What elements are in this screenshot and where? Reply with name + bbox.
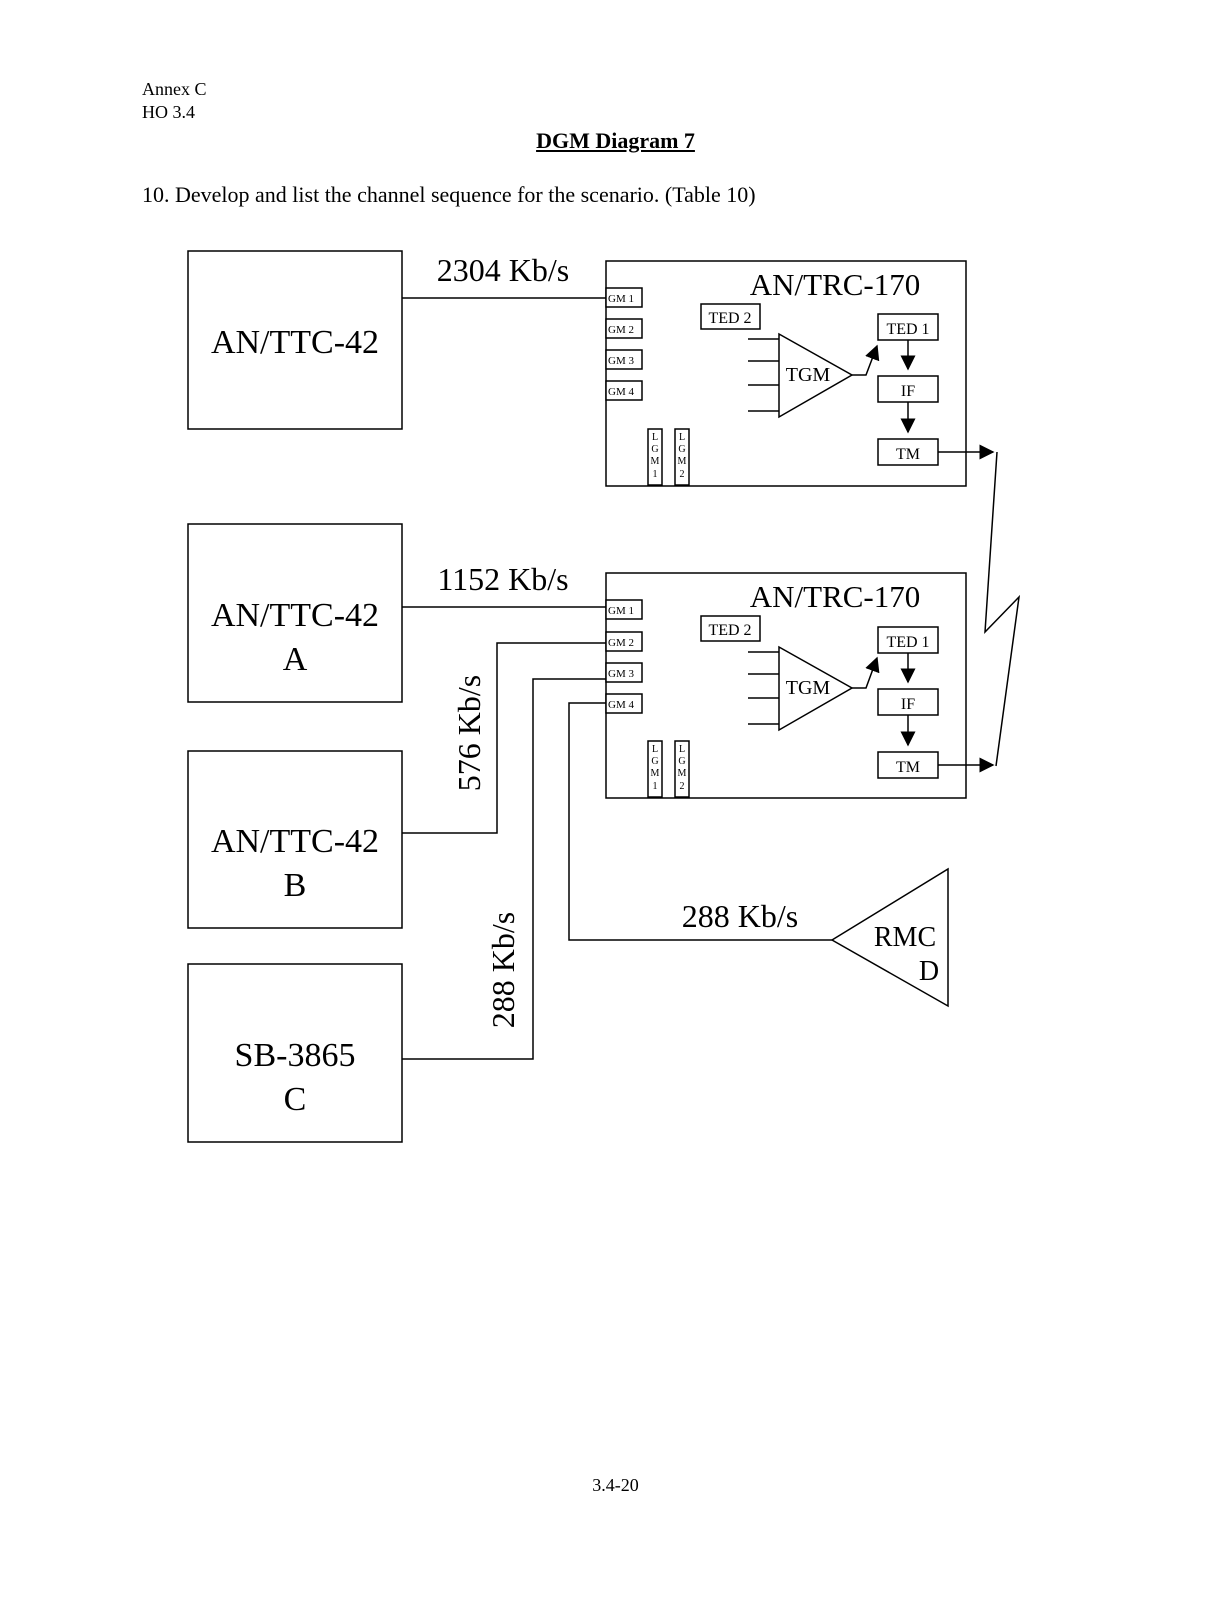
trc-top-tm-box: [877, 438, 939, 466]
trc-bottom-gm3: GM 3: [608, 668, 634, 680]
page-title: DGM Diagram 7: [536, 128, 695, 153]
trc-bottom-gm1: GM 1: [608, 605, 634, 617]
trc-bottom-lgm1-c0: L: [652, 744, 658, 755]
trc-top-ted2-box: [700, 303, 761, 330]
trc-bottom-lgm2-c1: G: [678, 756, 685, 767]
rate-label-288-c: 288 Kb/s: [485, 912, 521, 1028]
trc-bottom-if: IF: [901, 696, 915, 713]
rate-label-1152: 1152 Kb/s: [437, 561, 568, 597]
trc-bottom-lgm2: L G M 2: [674, 740, 690, 798]
trc-bottom-lgm1-c2: M: [651, 768, 660, 779]
trc-top-gm1: GM 1: [608, 293, 634, 305]
source-antcc42: AN/TTC-42: [187, 250, 403, 430]
trc-top-if-box: [877, 375, 939, 403]
rmc-sublabel: D: [919, 956, 939, 987]
trc-bottom-lgm2-c2: M: [678, 768, 687, 779]
trc-top-gm2: GM 2: [608, 324, 634, 336]
trc-bottom-gm4: GM 4: [608, 699, 634, 711]
page-number: 3.4-20: [592, 1475, 639, 1495]
trc-bottom-tgm: TGM: [748, 645, 880, 732]
source-sb3865-c: SB-3865 C: [187, 963, 403, 1143]
trc-top-ted1-box: [877, 313, 939, 341]
source-antcc42-b: AN/TTC-42 B: [187, 750, 403, 929]
trc-top-lgm2-c0: L: [679, 432, 685, 443]
trc-bottom-ted1: TED 1: [886, 634, 929, 651]
trc-top-lgm1-c1: G: [651, 444, 658, 455]
ho-label: HO 3.4: [142, 102, 195, 122]
trc-bottom-title: AN/TRC-170: [750, 579, 921, 614]
trc-top-title: AN/TRC-170: [750, 267, 921, 302]
trc-top-lgm2: L G M 2: [674, 428, 690, 486]
trc-top-lgm1-c3: 1: [653, 469, 658, 480]
connection-lines: [402, 297, 1021, 1060]
trc-top-lgm1: L G M 1: [647, 428, 663, 486]
trc-top-lgm2-c1: G: [678, 444, 685, 455]
trc-bottom-ted2: TED 2: [708, 622, 751, 639]
trc-top-tm: TM: [896, 446, 920, 463]
source-antcc42-b-sublabel: B: [284, 867, 307, 904]
trc-bottom-lgm1-c1: G: [651, 756, 658, 767]
trc-top-lgm2-c2: M: [678, 456, 687, 467]
rate-label-576: 576 Kb/s: [451, 675, 487, 791]
rmc-label: RMC: [874, 922, 936, 953]
trc-bottom-tgm-label: TGM: [786, 677, 831, 699]
trc-bottom-ted2-box: [700, 615, 761, 642]
trc-top-lgm1-c2: M: [651, 456, 660, 467]
antrc170-top: AN/TRC-170 GM 1 GM 2 GM 3 GM 4 L G M 1 L…: [605, 260, 995, 487]
trc-bottom-lgm1: L G M 1: [647, 740, 663, 798]
trc-top-gm-slots: GM 1 GM 2 GM 3 GM 4: [605, 287, 643, 401]
source-antcc42-b-label: AN/TTC-42: [211, 823, 379, 860]
annex-label: Annex C: [142, 79, 207, 99]
trc-bottom-tm: TM: [896, 759, 920, 776]
trc-bottom-gm2: GM 2: [608, 637, 634, 649]
trc-top-tgm: TGM: [748, 332, 880, 419]
trc-top-if: IF: [901, 383, 915, 400]
antrc170-bottom: AN/TRC-170 GM 1 GM 2 GM 3 GM 4 L G M 1 L…: [605, 572, 995, 799]
trc-top-ted2: TED 2: [708, 310, 751, 327]
trc-bottom-lgm2-c3: 2: [680, 781, 685, 792]
trc-top-gm4: GM 4: [608, 386, 634, 398]
trc-top-lgm1-c0: L: [652, 432, 658, 443]
source-antcc42-a-sublabel: A: [283, 641, 308, 678]
trc-bottom-lgm1-c3: 1: [653, 781, 658, 792]
source-antcc42-a: AN/TTC-42 A: [187, 523, 403, 703]
source-antcc42-label: AN/TTC-42: [211, 324, 379, 361]
source-antcc42-a-label: AN/TTC-42: [211, 597, 379, 634]
trc-bottom-gm-slots: GM 1 GM 2 GM 3 GM 4: [605, 599, 643, 714]
trc-bottom-lgm2-c0: L: [679, 744, 685, 755]
rate-label-2304: 2304 Kb/s: [437, 252, 569, 288]
source-sb3865-c-sublabel: C: [284, 1081, 307, 1118]
rate-label-288-d: 288 Kb/s: [682, 898, 798, 934]
rmc-d: RMC D: [830, 867, 949, 1008]
source-sb3865-c-label: SB-3865: [235, 1037, 356, 1074]
trc-top-lgm2-c3: 2: [680, 469, 685, 480]
instruction-text: 10. Develop and list the channel sequenc…: [142, 182, 756, 207]
trc-top-gm3: GM 3: [608, 355, 634, 367]
trc-top-ted1: TED 1: [886, 321, 929, 338]
trc-top-tgm-label: TGM: [786, 364, 831, 386]
